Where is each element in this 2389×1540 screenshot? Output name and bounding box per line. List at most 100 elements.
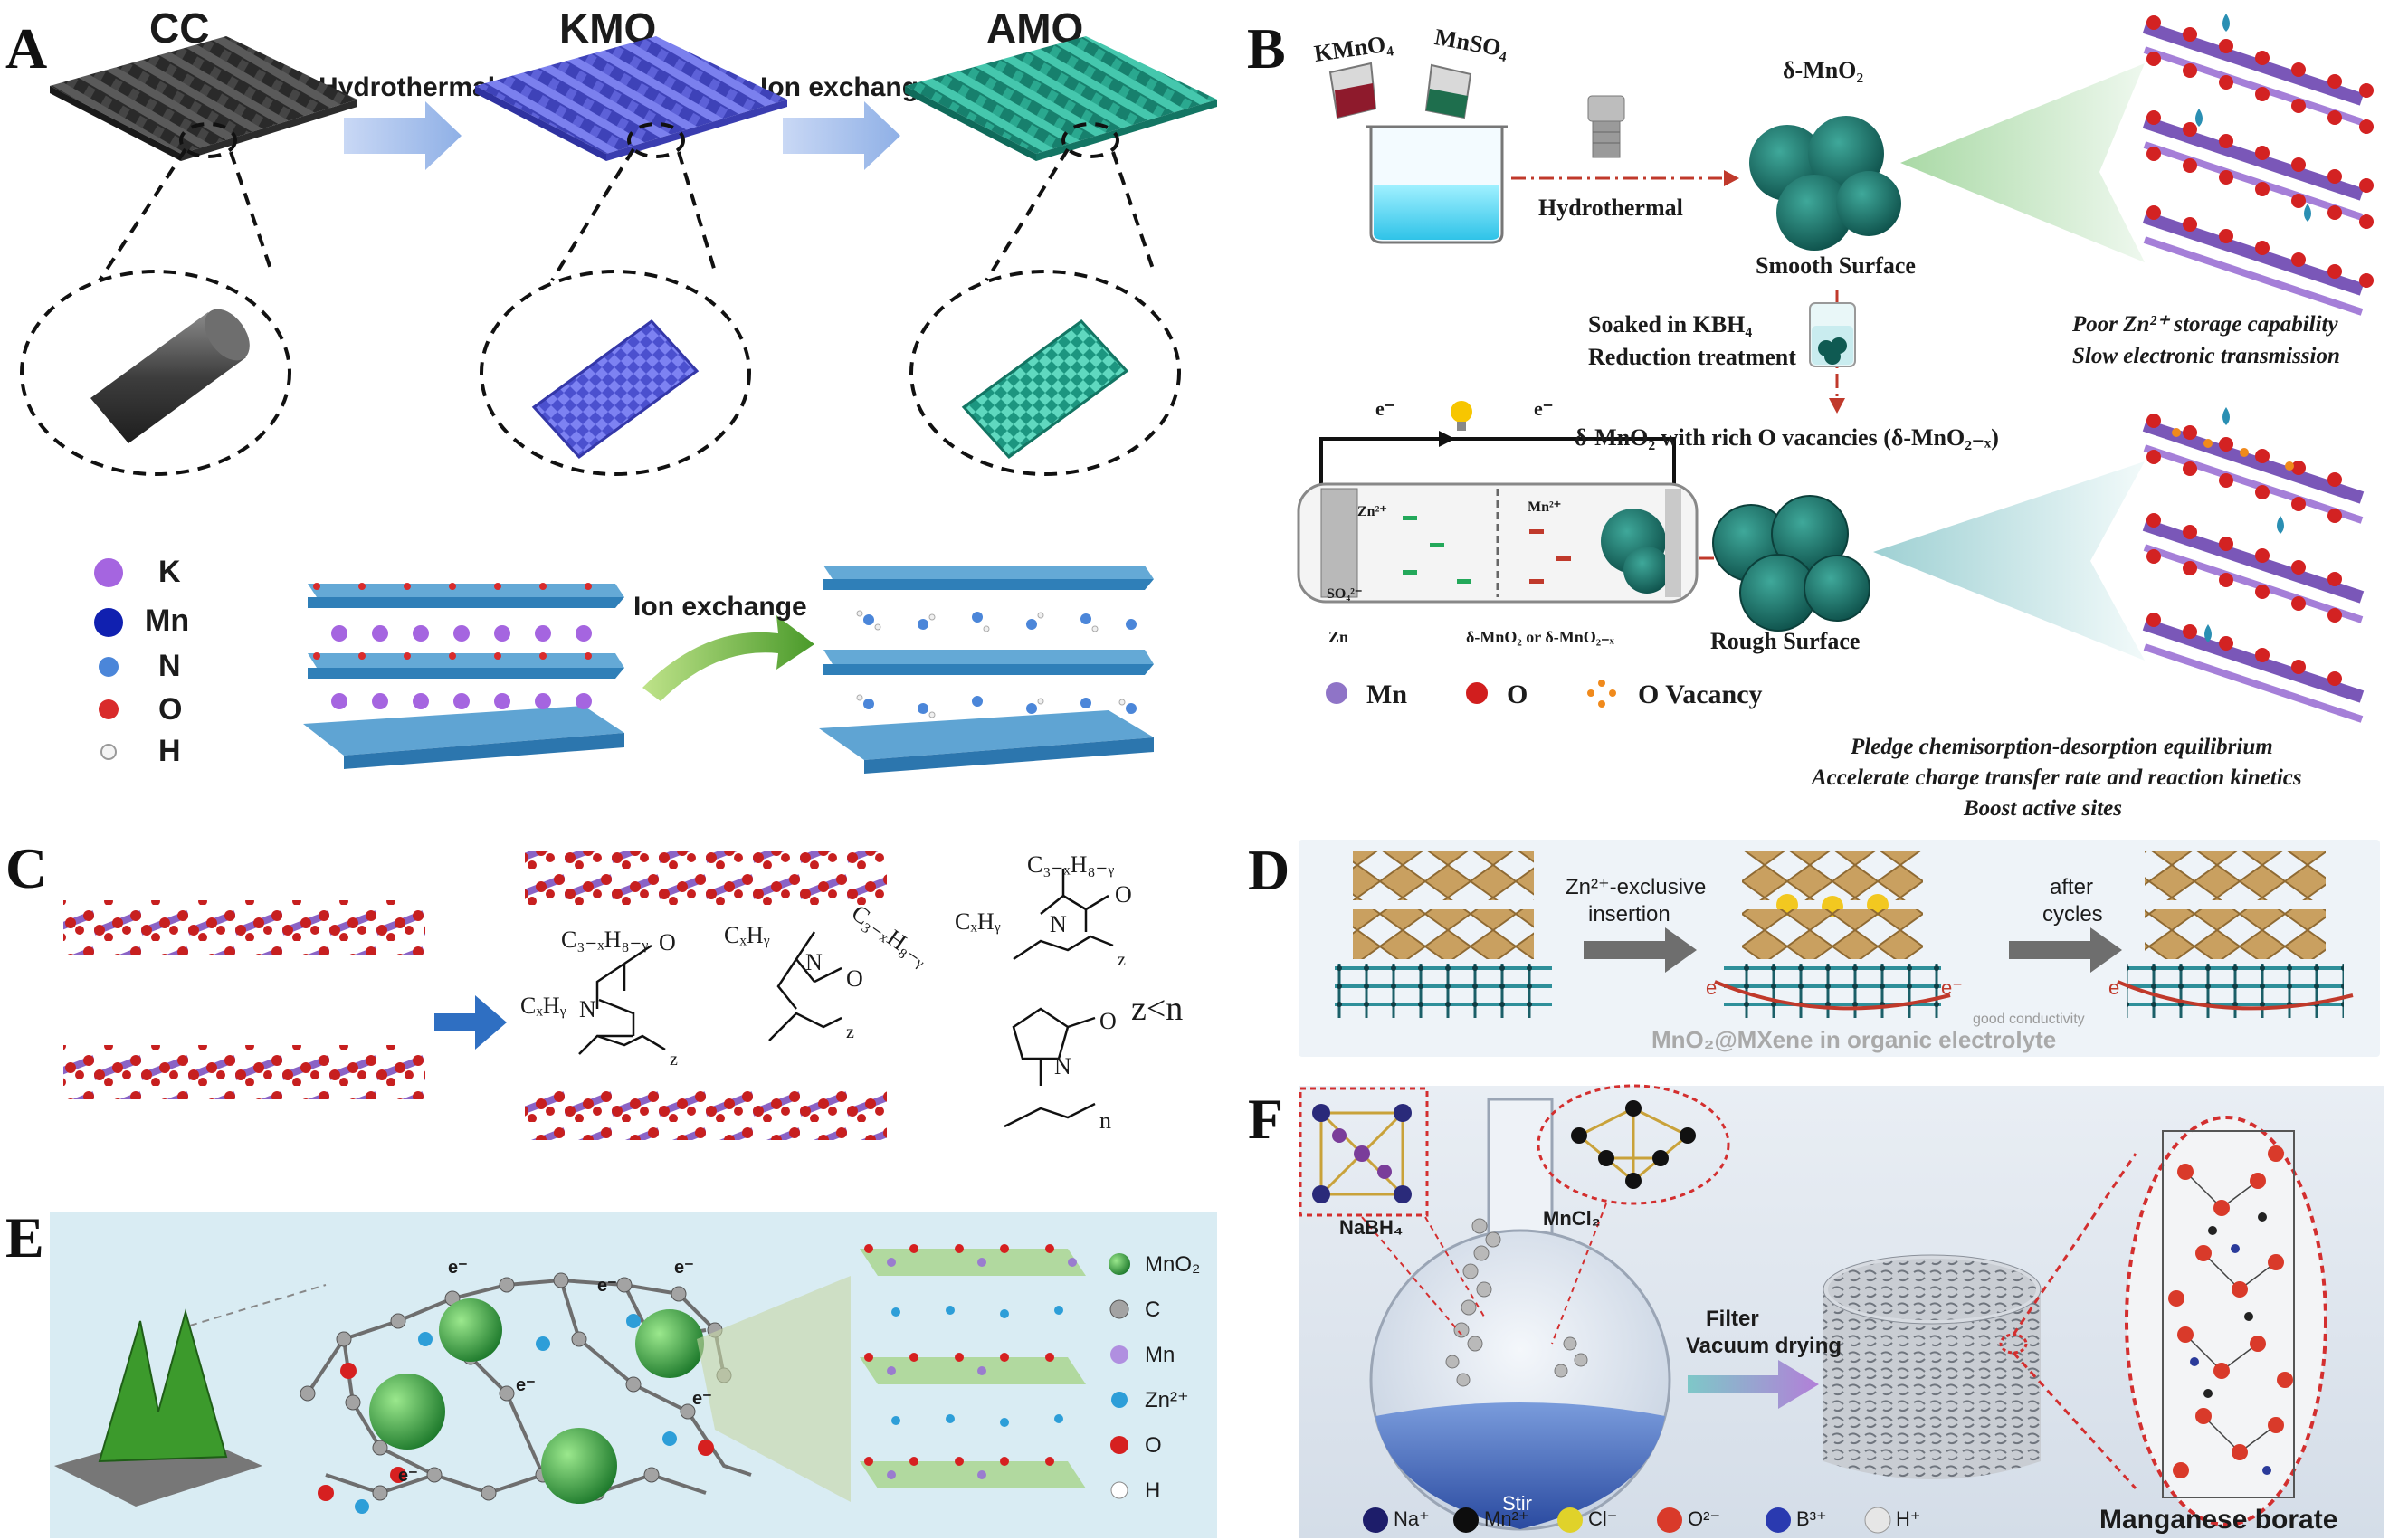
legend-h-f: H⁺: [1896, 1507, 1921, 1530]
legend-vacancy-b: O Vacancy: [1638, 680, 1763, 709]
after-cycles-label-2: cycles: [2042, 902, 2103, 927]
subscript-z-1: z: [670, 1050, 678, 1069]
n-atom-4: N: [1054, 1053, 1071, 1079]
legend-c-e: C: [1145, 1298, 1161, 1322]
cycles-arrow: [2009, 927, 2122, 973]
legend-na-f: Na⁺: [1394, 1507, 1430, 1530]
rough-surface-label: Rough Surface: [1710, 628, 1861, 654]
mno2-layer-left-bottom: [63, 1045, 425, 1099]
e-minus-4: e⁻: [516, 1375, 536, 1395]
legend-n: N: [158, 649, 181, 683]
legend-k: K: [158, 555, 181, 589]
panel-c-graphics: [63, 851, 1114, 1140]
mno2-layer-right-top: [525, 851, 887, 905]
zn-electrode-label: Zn: [1328, 628, 1349, 646]
battery-schematic: [1297, 401, 1699, 604]
legend-mn: Mn: [145, 604, 190, 638]
panel-e-graphics: [54, 1244, 1130, 1514]
amo-nanosheet-fiber: [961, 318, 1129, 460]
soak-label-2: Reduction treatment: [1588, 344, 1796, 370]
e-minus-3: e⁻: [674, 1258, 694, 1278]
panel-f: F: [1244, 1072, 2389, 1540]
ion-exchange-label-top: Ion exchange: [760, 72, 934, 102]
nabh4-zoom-box: [1299, 1087, 1429, 1217]
mn-ion-label: Mn²⁺: [1528, 499, 1562, 515]
poor-storage-label: Poor Zn²⁺ storage capability: [2072, 312, 2338, 337]
subscript-z-2: z: [846, 1022, 854, 1042]
porous-manganese-borate: [1823, 1254, 2042, 1479]
intercalation-arrow: [434, 995, 507, 1050]
filter-label: Filter: [1706, 1307, 1759, 1331]
o-atom-3: O: [1115, 881, 1132, 908]
green-array: [98, 1308, 228, 1463]
kmo-fabric: [475, 36, 787, 154]
panel-f-label: F: [1248, 1087, 1284, 1151]
ion-exchange-arrow: [783, 101, 900, 170]
formula-cxhy-2: CₓHᵧ: [724, 922, 770, 948]
legend-o-b: O: [1507, 680, 1528, 709]
ion-exchange-label-bottom: Ion exchange: [633, 592, 807, 622]
panel-b-graphics: [1297, 14, 2374, 723]
formula-c3xh8y-3: C₃₋ₓH₈₋ᵧ: [1027, 851, 1115, 878]
panel-c: C: [0, 832, 1231, 1176]
e-minus-6: e⁻: [398, 1466, 418, 1486]
insertion-arrow: [1584, 927, 1697, 973]
o-atom-4: O: [1099, 1008, 1117, 1034]
smooth-fan: [1900, 63, 2145, 262]
falling-particles: [1445, 1218, 1588, 1387]
layered-mno2-structure: [860, 1244, 1086, 1488]
round-bottom-flask: [1369, 1098, 1671, 1531]
amo-layer-structure: [819, 566, 1154, 774]
o-atom-1: O: [659, 929, 676, 955]
panel-b: B: [1240, 0, 2389, 828]
carbon-fiber-cylinder: [90, 309, 250, 443]
cc-fabric: [50, 36, 357, 154]
formula-c3xh8y-1: C₃₋ₓH₈₋ᵧ: [561, 927, 649, 953]
stir-label: Stir: [1502, 1492, 1532, 1515]
stage-cc-label: CC: [149, 5, 210, 52]
z-less-than-n: z<n: [1131, 990, 1184, 1028]
crystal-stacks: [2142, 14, 2374, 723]
mncl2-zoom-ellipse: [1537, 1084, 1730, 1205]
legend-o: O: [158, 692, 183, 727]
rough-fan: [1873, 461, 2145, 661]
vacancy-title: δ-MnO₂ with rich O vacancies (δ-MnO₂₋ₓ): [1575, 424, 1999, 451]
legend-zn-e: Zn²⁺: [1145, 1388, 1189, 1412]
rough-mno2-flowers: [1712, 495, 1870, 632]
legend-mn-e: Mn: [1145, 1343, 1175, 1367]
n-atom-1: N: [579, 996, 596, 1022]
process-arrow: [1688, 1360, 1819, 1409]
o-atom-2: O: [846, 965, 863, 992]
amo-fabric: [905, 36, 1217, 154]
panel-d: D: [1244, 832, 2389, 1068]
n-atom-2: N: [805, 949, 823, 975]
kmo-layer-structure: [303, 583, 624, 769]
formula-cxhy-3: CₓHᵧ: [955, 908, 1001, 935]
so4-label: SO₄²⁻: [1327, 586, 1363, 602]
n-atom-3: N: [1050, 911, 1067, 937]
autoclave-icon: [1587, 95, 1625, 158]
kmno4-vial: [1328, 62, 1377, 119]
delta-mno2-label: δ-MnO₂: [1783, 57, 1864, 83]
e-minus-5: e⁻: [692, 1389, 712, 1409]
panel-d-label: D: [1248, 838, 1290, 902]
insertion-label-2: insertion: [1588, 902, 1670, 927]
panel-c-label: C: [5, 836, 48, 900]
electron-label-d1: e⁻: [1706, 976, 1728, 999]
legend-cl-f: Cl⁻: [1588, 1507, 1618, 1530]
panel-f-graphics: [1299, 1084, 2327, 1534]
manganese-borate-label: Manganese borate: [2099, 1505, 2338, 1535]
battery-e-left: e⁻: [1375, 397, 1395, 420]
after-cycles-label-1: after: [2050, 875, 2094, 899]
mxene-stack-1: [1335, 851, 1552, 1018]
benefit-2: Accelerate charge transfer rate and reac…: [1812, 765, 2302, 790]
panel-e: E: [0, 1203, 1231, 1540]
kbh4-vial: [1809, 302, 1856, 367]
smooth-surface-label: Smooth Surface: [1756, 252, 1916, 279]
legend-o-f: O²⁻: [1688, 1507, 1721, 1530]
cathode-label: δ-MnO₂ or δ-MnO₂₋ₓ: [1466, 628, 1614, 646]
electron-label-d2: e⁻: [1941, 976, 1963, 999]
mxene-stack-2: [1714, 851, 1951, 1018]
mnso4-vial: [1424, 63, 1472, 119]
electron-label-d3: e⁻: [2108, 976, 2130, 999]
